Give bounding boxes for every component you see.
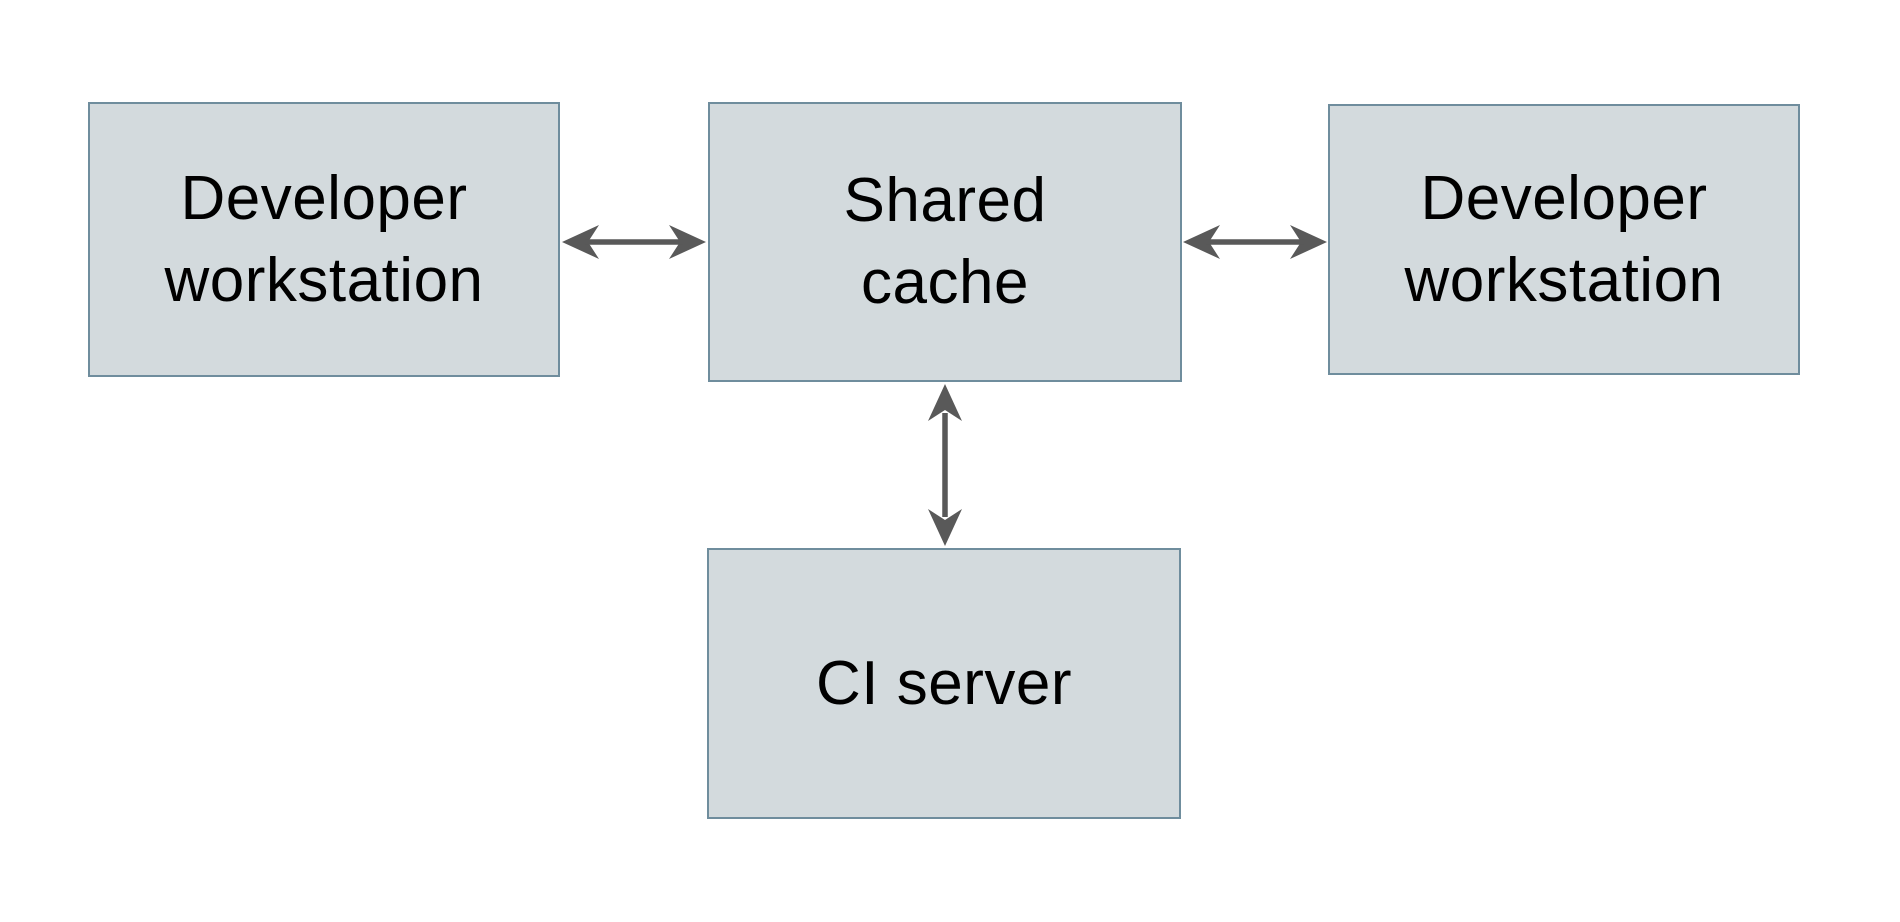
node-developer-workstation-left: Developer workstation bbox=[88, 102, 560, 377]
bidirectional-arrow-icon-cache-to-ci-server bbox=[924, 383, 966, 547]
node-shared-cache: Shared cache bbox=[708, 102, 1182, 382]
node-label: Developer workstation bbox=[164, 163, 484, 315]
node-ci-server: CI server bbox=[707, 548, 1181, 819]
node-label: Shared cache bbox=[843, 166, 1047, 317]
bidirectional-arrow-icon-cache-to-right-workstation bbox=[1182, 221, 1328, 263]
node-label: Developer workstation bbox=[1404, 163, 1724, 315]
bidirectional-arrow-icon-left-workstation-to-cache bbox=[561, 221, 707, 263]
node-developer-workstation-right: Developer workstation bbox=[1328, 104, 1800, 375]
node-label: CI server bbox=[816, 648, 1072, 718]
